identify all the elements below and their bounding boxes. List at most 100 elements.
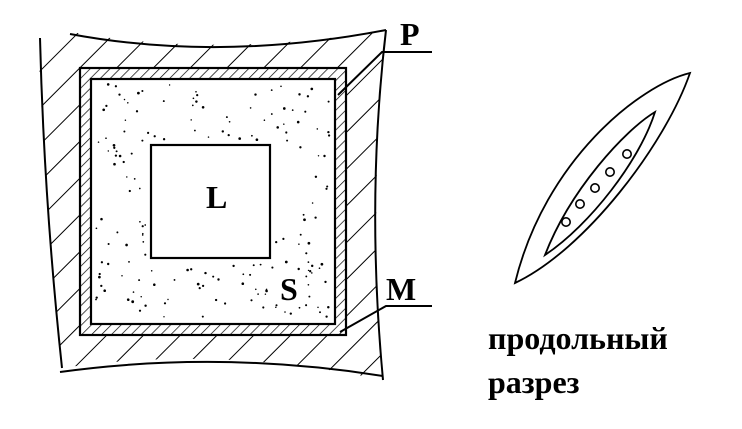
stipple-dot <box>327 134 331 137</box>
stipple-dot <box>144 253 147 256</box>
stipple-dot <box>141 225 144 228</box>
stipple-dot <box>107 262 110 266</box>
shell-inner-edge <box>89 77 337 326</box>
stipple-dot <box>327 306 330 309</box>
stipple-dot <box>116 231 119 234</box>
stipple-dot <box>270 89 273 92</box>
stipple-dot <box>276 126 279 129</box>
stipple-dot <box>207 136 210 138</box>
stipple-dot <box>100 217 103 221</box>
stipple-dot <box>118 154 122 158</box>
stipple-dot <box>201 315 204 318</box>
stipple-dot <box>255 288 257 291</box>
stipple-dot <box>225 116 228 119</box>
stipple-dot <box>141 89 144 93</box>
stipple-dot <box>275 304 278 307</box>
stipple-dot <box>118 93 121 96</box>
stipple-dot <box>263 119 266 121</box>
stipple-dot <box>123 98 126 101</box>
stipple-dot <box>283 123 285 125</box>
section-cell <box>560 217 571 228</box>
stipple-dot <box>249 273 252 276</box>
section-cell <box>621 149 632 160</box>
section-cell <box>574 199 585 210</box>
stipple-dot <box>122 160 125 164</box>
label-m: M <box>386 271 416 307</box>
stipple-dot <box>317 155 320 157</box>
section-cell <box>589 183 600 194</box>
stipple-dot <box>195 90 197 93</box>
stipple-dot <box>190 268 193 271</box>
stipple-dot <box>196 94 199 97</box>
stipple-dot <box>139 220 141 223</box>
stipple-dot <box>264 293 267 295</box>
stipple-dot <box>323 154 326 158</box>
stipple-dot <box>217 278 220 281</box>
stipple-dot <box>302 213 305 216</box>
stipple-dot <box>305 304 308 307</box>
stipple-dot <box>309 270 312 273</box>
stipple-dot <box>224 302 227 305</box>
stipple-dot <box>113 146 116 149</box>
stipple-dot <box>190 119 192 121</box>
stipple-dot <box>327 100 330 103</box>
caption-line-2: разрез <box>488 364 580 400</box>
outer-boundary-right <box>374 29 387 381</box>
section-cell <box>604 167 615 178</box>
inner-cavity <box>149 143 272 260</box>
section-outer-outline <box>513 71 692 285</box>
stipple-dot <box>249 107 252 109</box>
stipple-dot <box>153 283 156 286</box>
stipple-dot <box>113 162 116 166</box>
stipple-dot <box>284 260 288 264</box>
stipple-dot <box>201 284 205 288</box>
stipple-dot <box>241 282 245 286</box>
stipple-dot <box>173 278 176 281</box>
stipple-dot <box>307 241 311 245</box>
stipple-dot <box>195 100 198 103</box>
stipple-dot <box>107 242 110 246</box>
stipple-dot <box>138 279 141 282</box>
stipple-dot <box>124 119 127 121</box>
stipple-dot <box>326 185 329 188</box>
stipple-dot <box>107 150 110 152</box>
stipple-dot <box>144 224 147 226</box>
stipple-dot <box>137 91 140 95</box>
stipple-dot <box>227 133 230 137</box>
outer-boundary-bottom <box>59 360 384 377</box>
stipple-dot <box>250 299 253 302</box>
stipple-dot <box>311 272 313 274</box>
stipple-dot <box>280 85 282 88</box>
leader-line-m <box>339 305 432 333</box>
stipple-dot <box>168 84 171 86</box>
stipple-dot <box>252 264 255 267</box>
stipple-dot <box>289 312 292 315</box>
stipple-dot <box>314 216 317 219</box>
shell-outer-edge <box>78 66 348 337</box>
stipple-dot <box>186 268 189 272</box>
outer-boundary-left <box>39 37 63 369</box>
stipple-dot <box>325 187 328 190</box>
stipple-dot <box>142 232 144 235</box>
stipple-dot <box>303 218 306 222</box>
stipple-dot <box>100 284 103 288</box>
stipple-dot <box>304 110 307 113</box>
shell-layer <box>78 66 348 337</box>
stipple-dot <box>105 104 108 108</box>
stipple-dot <box>131 300 135 304</box>
leader-line-p <box>337 51 432 96</box>
stipple-dot <box>232 264 235 268</box>
stipple-dot <box>114 154 118 157</box>
outer-hatch-fill <box>38 30 386 380</box>
stipple-dot <box>228 120 231 123</box>
stipple-dot <box>284 311 286 313</box>
stipple-dot <box>310 264 314 268</box>
stipple-dot <box>128 189 131 193</box>
stipple-dot <box>297 267 300 271</box>
stipple-dot <box>275 306 277 308</box>
stipple-dot <box>115 150 118 153</box>
stipple-dot <box>311 202 314 204</box>
stipple-dot <box>97 141 100 143</box>
stipple-dot <box>320 262 324 266</box>
stipple-dot <box>114 85 118 88</box>
